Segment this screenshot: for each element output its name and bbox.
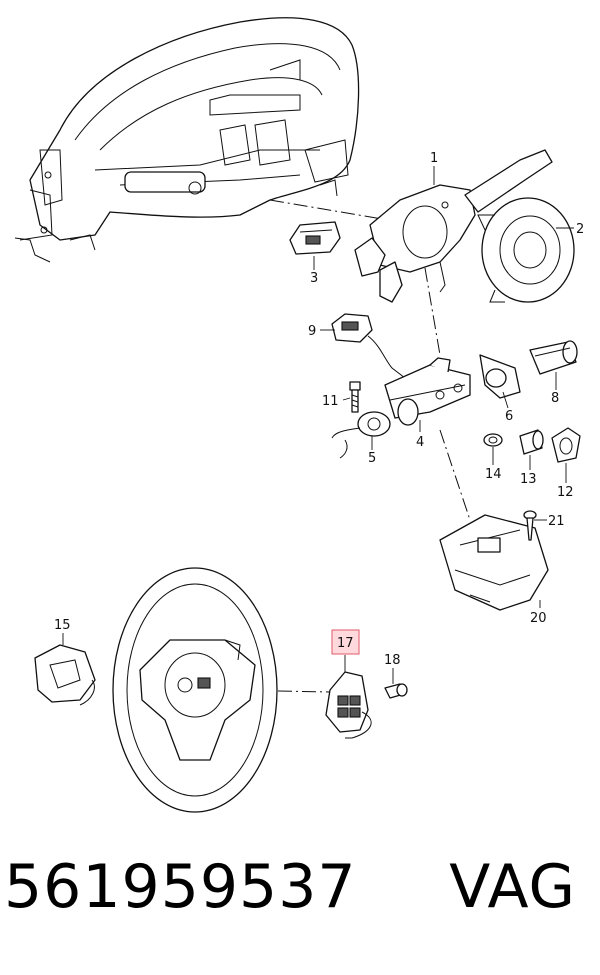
callout-17: 17 — [337, 636, 354, 651]
part-4-lock-housing — [384, 357, 471, 426]
part-8-lock-cylinder — [529, 340, 578, 375]
leader-lines — [62, 166, 574, 684]
callout-6: 6 — [505, 409, 513, 424]
part-5-ignition-switch — [331, 411, 391, 459]
part-9-sensor — [331, 313, 406, 379]
part-12-trim-ring — [551, 427, 581, 463]
part-18-screw — [384, 683, 408, 699]
callout-2: 2 — [576, 222, 584, 237]
callout-4: 4 — [416, 435, 424, 450]
part-number: 561959537 — [4, 852, 357, 922]
callout-18: 18 — [384, 653, 401, 668]
part-21-screw — [523, 510, 537, 541]
callout-3: 3 — [310, 271, 318, 286]
dashboard-frame — [14, 17, 360, 263]
callout-11: 11 — [322, 394, 339, 409]
part-3-module — [289, 221, 341, 255]
callout-21: 21 — [548, 514, 565, 529]
callout-20: 20 — [530, 611, 547, 626]
parts-exploded-diagram: 1 2 3 9 11 4 5 6 8 14 13 12 21 20 15 17 … — [14, 17, 584, 813]
part-14-clip — [483, 433, 503, 447]
callout-8: 8 — [551, 391, 559, 406]
callout-13: 13 — [520, 472, 537, 487]
part-15-trim-panel — [34, 644, 96, 706]
part-2-clock-spring — [477, 197, 575, 303]
callout-15: 15 — [54, 618, 71, 633]
brand-name: VAG — [449, 852, 576, 922]
part-20-control-unit — [439, 514, 549, 611]
callout-12: 12 — [557, 485, 574, 500]
callout-9: 9 — [308, 324, 316, 339]
part-11-bolt — [349, 381, 361, 413]
part-13-cap — [519, 429, 544, 455]
part-1-combination-switch — [354, 149, 553, 303]
part-17-multifunction-button — [325, 671, 372, 739]
highlight-box — [331, 629, 360, 655]
part-6-bracket — [479, 354, 521, 399]
steering-wheel — [112, 567, 278, 813]
callout-5: 5 — [368, 451, 376, 466]
callout-14: 14 — [485, 467, 502, 482]
callout-labels: 1 2 3 9 11 4 5 6 8 14 13 12 21 20 15 17 … — [54, 151, 584, 668]
callout-1: 1 — [430, 151, 438, 166]
